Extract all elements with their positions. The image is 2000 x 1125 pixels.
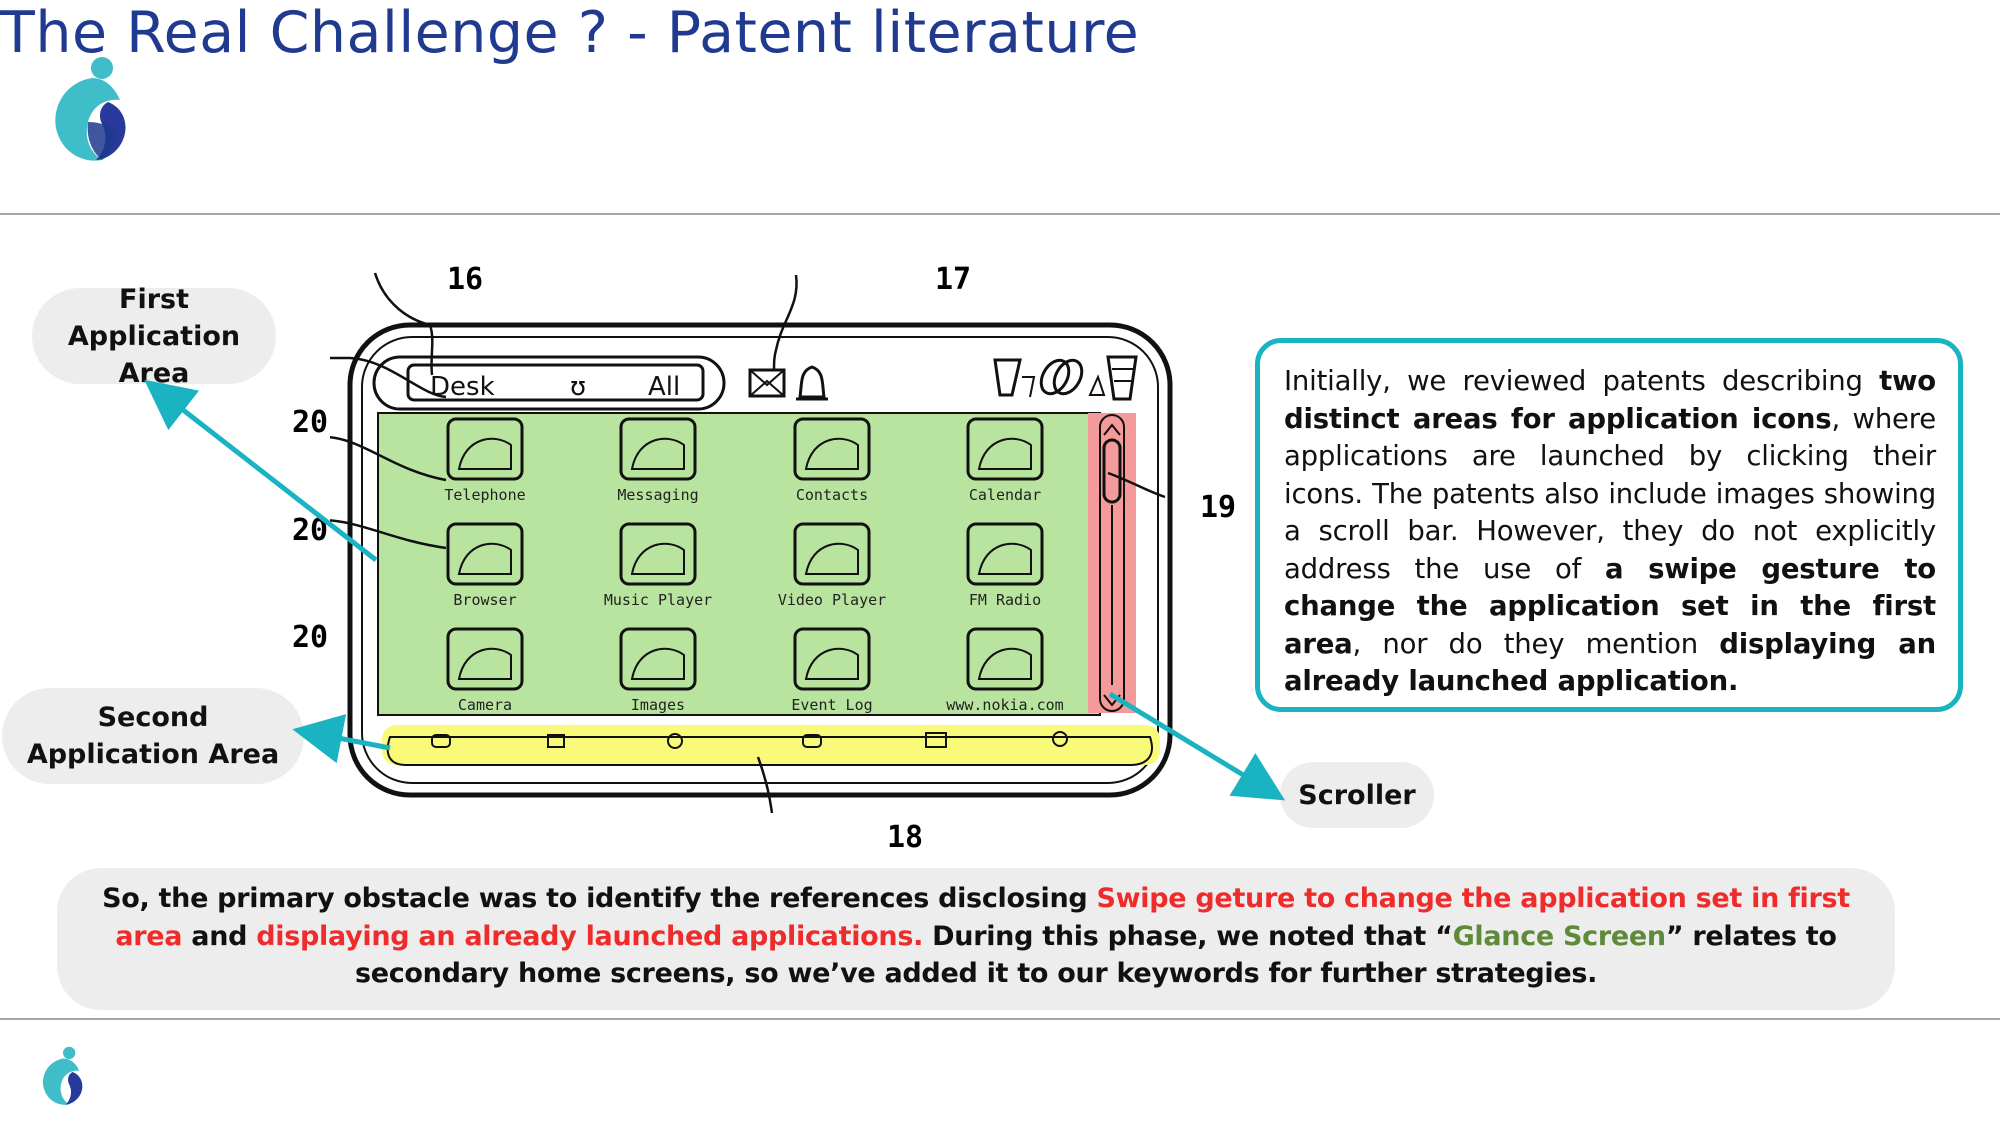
arrow-scroller — [1108, 691, 1286, 801]
summary-highlight-launched: displaying an already launched applicati… — [256, 920, 924, 952]
company-logo — [55, 57, 126, 161]
app-label: Event Log — [791, 696, 872, 714]
scroll-thumb — [1102, 438, 1122, 504]
dock-icons — [431, 731, 1068, 749]
app-label: Images — [631, 696, 685, 714]
app-icon-messaging: Messaging — [617, 417, 699, 504]
note-text-1: Initially, we reviewed patents describin… — [1284, 365, 1880, 397]
explanation-note: Initially, we reviewed patents describin… — [1255, 338, 1963, 712]
app-icon-video-player: Video Player — [778, 522, 886, 609]
tab-all: All — [648, 372, 680, 402]
leader-17 — [772, 274, 798, 372]
note-bold-1: two distinct areas for application icons — [1284, 365, 1936, 435]
ref-20-bottom: 20 — [292, 620, 329, 655]
app-icon-browser: Browser — [446, 522, 524, 609]
app-label: Telephone — [444, 486, 525, 504]
app-label: Camera — [458, 696, 512, 714]
footer-logo — [42, 1046, 83, 1105]
second-area-text: Second Application Area — [26, 702, 280, 770]
app-icon-telephone: Telephone — [444, 417, 526, 504]
app-icon-contacts: Contacts — [793, 417, 871, 504]
note-text-2: , where applications are launched by cli… — [1284, 402, 1936, 585]
summary-text-4: ” relates to secondary home screens, so … — [354, 920, 1837, 990]
app-label: Messaging — [617, 486, 698, 504]
app-label: Contacts — [796, 486, 868, 504]
second-application-area-label: Second Application Area — [2, 688, 304, 784]
app-icon-fm-radio: FM Radio — [966, 522, 1044, 609]
arrow-first-area — [144, 379, 378, 562]
leader-20b — [330, 436, 447, 482]
summary-paragraph: So, the primary obstacle was to identify… — [87, 880, 1865, 993]
ref-17: 17 — [935, 262, 972, 297]
note-text-3: , nor do they mention — [1352, 627, 1720, 660]
app-icon-camera: Camera — [446, 627, 524, 714]
app-label: FM Radio — [969, 591, 1041, 609]
battery-icon — [1088, 355, 1138, 401]
summary-box: So, the primary obstacle was to identify… — [57, 868, 1895, 1010]
summary-text-2: and — [182, 920, 257, 952]
leader-16 — [373, 272, 434, 376]
app-icon-calendar: Calendar — [966, 417, 1044, 504]
page-title: The Real Challenge ? - Patent literature — [0, 0, 1140, 66]
leader-20c — [330, 519, 447, 550]
tab-divider-icon: ʊ — [570, 372, 586, 402]
note-paragraph: Initially, we reviewed patents describin… — [1284, 363, 1936, 701]
leader-20a — [330, 356, 447, 399]
ref-20-top: 20 — [292, 405, 329, 440]
app-label: www.nokia.com — [946, 696, 1063, 714]
footer-divider — [0, 1018, 2000, 1020]
app-icon-images: Images — [619, 627, 697, 714]
bell-icon — [796, 365, 828, 401]
scroll-up-arrow — [1103, 423, 1121, 436]
app-label: Browser — [453, 591, 516, 609]
app-label: Video Player — [778, 591, 886, 609]
envelope-icon — [748, 368, 786, 398]
leader-18 — [756, 756, 774, 814]
summary-highlight-swipe: Swipe geture to change the application s… — [115, 883, 1850, 952]
ref-16: 16 — [447, 262, 484, 297]
app-label: Calendar — [969, 486, 1041, 504]
app-icon-grid: Telephone Messaging Contacts CalendarBrowse… — [444, 417, 1064, 714]
app-icon-event-log: Event Log — [791, 627, 873, 714]
tab-bar — [372, 355, 726, 411]
summary-text-3: During this phase, we noted that “ — [923, 920, 1453, 952]
link-icon — [1039, 358, 1084, 396]
note-bold-2: a swipe gesture to change the applicatio… — [1284, 552, 1936, 660]
note-bold-3: displaying an already launched applicati… — [1284, 627, 1936, 698]
arrow-second-area — [292, 714, 391, 764]
leader-19 — [1107, 471, 1166, 499]
app-icon-music-player: Music Player — [604, 522, 712, 609]
ref-18: 18 — [887, 820, 924, 855]
app-icon-www-nokia-com: www.nokia.com — [946, 627, 1064, 714]
ref-19: 19 — [1200, 490, 1237, 525]
scroller-label: Scroller — [1280, 762, 1434, 828]
first-application-area-label: First Application Area — [32, 284, 276, 389]
header-divider — [0, 213, 2000, 215]
signal-icon — [993, 358, 1036, 398]
summary-text-1: So, the primary obstacle was to identify… — [102, 883, 1097, 914]
second-application-area-highlight — [382, 725, 1160, 765]
scroller-text: Scroller — [1298, 779, 1416, 811]
app-label: Music Player — [604, 591, 712, 609]
summary-highlight-glance: Glance Screen — [1452, 920, 1667, 952]
